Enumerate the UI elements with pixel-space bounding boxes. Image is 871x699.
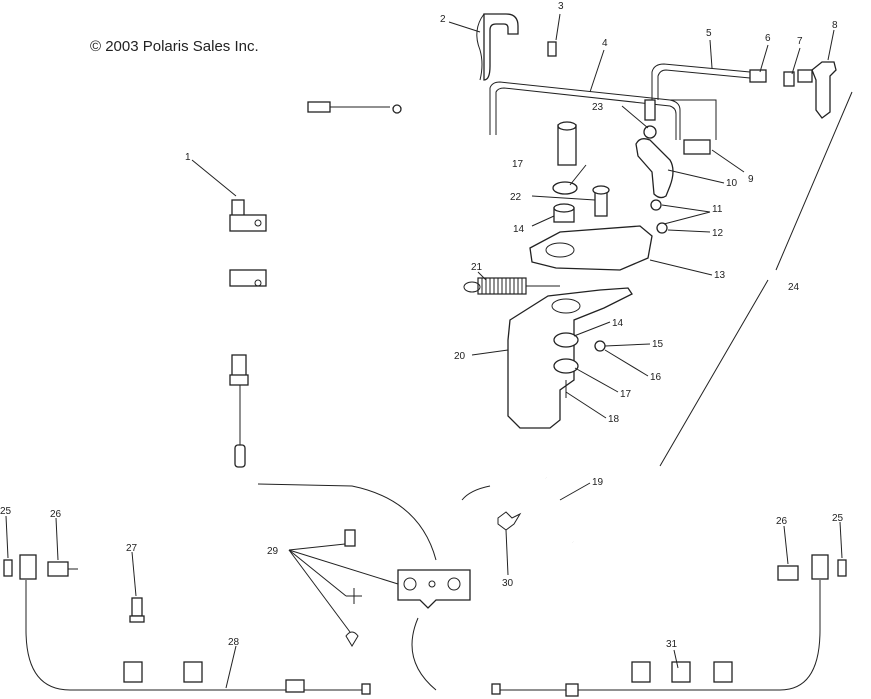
shift-rod-part [651, 63, 767, 100]
copyright-notice: © 2003 Polaris Sales Inc. [90, 38, 259, 55]
rod-19 [544, 477, 575, 543]
washer-17 [552, 181, 578, 195]
callout-15: 15 [652, 339, 664, 350]
callout-13: 13 [714, 270, 726, 281]
u-clip-part [483, 13, 519, 81]
callout-24: 24 [788, 282, 800, 293]
detail-arc-left [257, 483, 437, 561]
callout-30: 30 [502, 578, 514, 589]
callout-26-right: 26 [776, 516, 788, 527]
callout-4: 4 [602, 38, 608, 49]
spring-clip-30 [497, 511, 522, 531]
callout-17-lower: 17 [620, 389, 632, 400]
callout-2: 2 [440, 14, 446, 25]
callout-8: 8 [832, 20, 838, 31]
callout-16: 16 [650, 372, 662, 383]
plate-part [529, 225, 653, 271]
callout-1: 1 [185, 152, 191, 163]
bushing-part [553, 203, 575, 223]
rod-part [489, 81, 681, 140]
callout-7: 7 [797, 36, 803, 47]
detail-arc-bottom [411, 617, 437, 691]
callout-26-left: 26 [50, 509, 62, 520]
washer-part [643, 99, 657, 139]
callout-14-lower: 14 [612, 318, 624, 329]
callout-22: 22 [510, 192, 522, 203]
brake-cable-upper [229, 101, 402, 468]
callout-23: 23 [592, 102, 604, 113]
callout-11: 11 [712, 204, 723, 215]
callout-6: 6 [765, 33, 771, 44]
callout-27: 27 [126, 543, 138, 554]
knob-part [797, 61, 837, 119]
callout-9: 9 [748, 174, 754, 185]
detail-arc-right [461, 485, 491, 501]
callout-29: 29 [267, 546, 279, 557]
connector-part [670, 99, 717, 155]
brake-cable-right [491, 554, 847, 697]
callout-25-left: 25 [0, 506, 12, 517]
pin-part [592, 185, 610, 217]
callout-21: 21 [471, 262, 483, 273]
callout-14-upper: 14 [513, 224, 525, 235]
callout-19: 19 [592, 477, 604, 488]
group-bracket-24 [659, 91, 853, 467]
callout-31: 31 [666, 639, 678, 650]
clamp-part [397, 569, 471, 609]
callout-10: 10 [726, 178, 738, 189]
spacer-part [783, 71, 795, 87]
callout-18: 18 [608, 414, 620, 425]
lever-part [635, 138, 674, 199]
callout-12: 12 [712, 228, 724, 239]
callout-28: 28 [228, 637, 240, 648]
callout-17-upper: 17 [512, 159, 524, 170]
callout-20: 20 [454, 351, 466, 362]
callout-3: 3 [558, 1, 564, 12]
callout-25-right: 25 [832, 513, 844, 524]
leader-lines [5, 13, 843, 689]
brake-cable-left [3, 554, 371, 695]
clip-part [547, 41, 557, 57]
callout-5: 5 [706, 28, 712, 39]
pivot-shaft [557, 121, 577, 166]
spring-part [463, 277, 560, 295]
bracket-part [507, 287, 633, 429]
